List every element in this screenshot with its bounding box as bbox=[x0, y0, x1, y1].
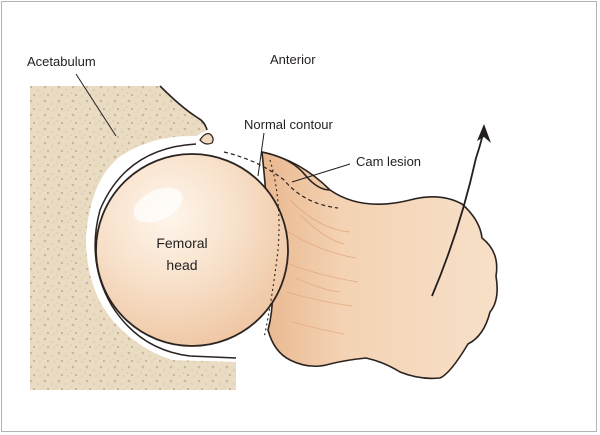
femoral-neck bbox=[262, 152, 497, 378]
labrum bbox=[200, 134, 213, 144]
label-femoral-head-line2: head bbox=[166, 257, 197, 273]
label-acetabulum: Acetabulum bbox=[27, 54, 96, 69]
arrowhead-icon bbox=[477, 124, 491, 143]
label-cam-lesion: Cam lesion bbox=[356, 154, 421, 169]
label-anterior: Anterior bbox=[270, 52, 316, 67]
label-normal-contour: Normal contour bbox=[244, 117, 334, 132]
label-femoral-head-line1: Femoral bbox=[156, 235, 207, 251]
